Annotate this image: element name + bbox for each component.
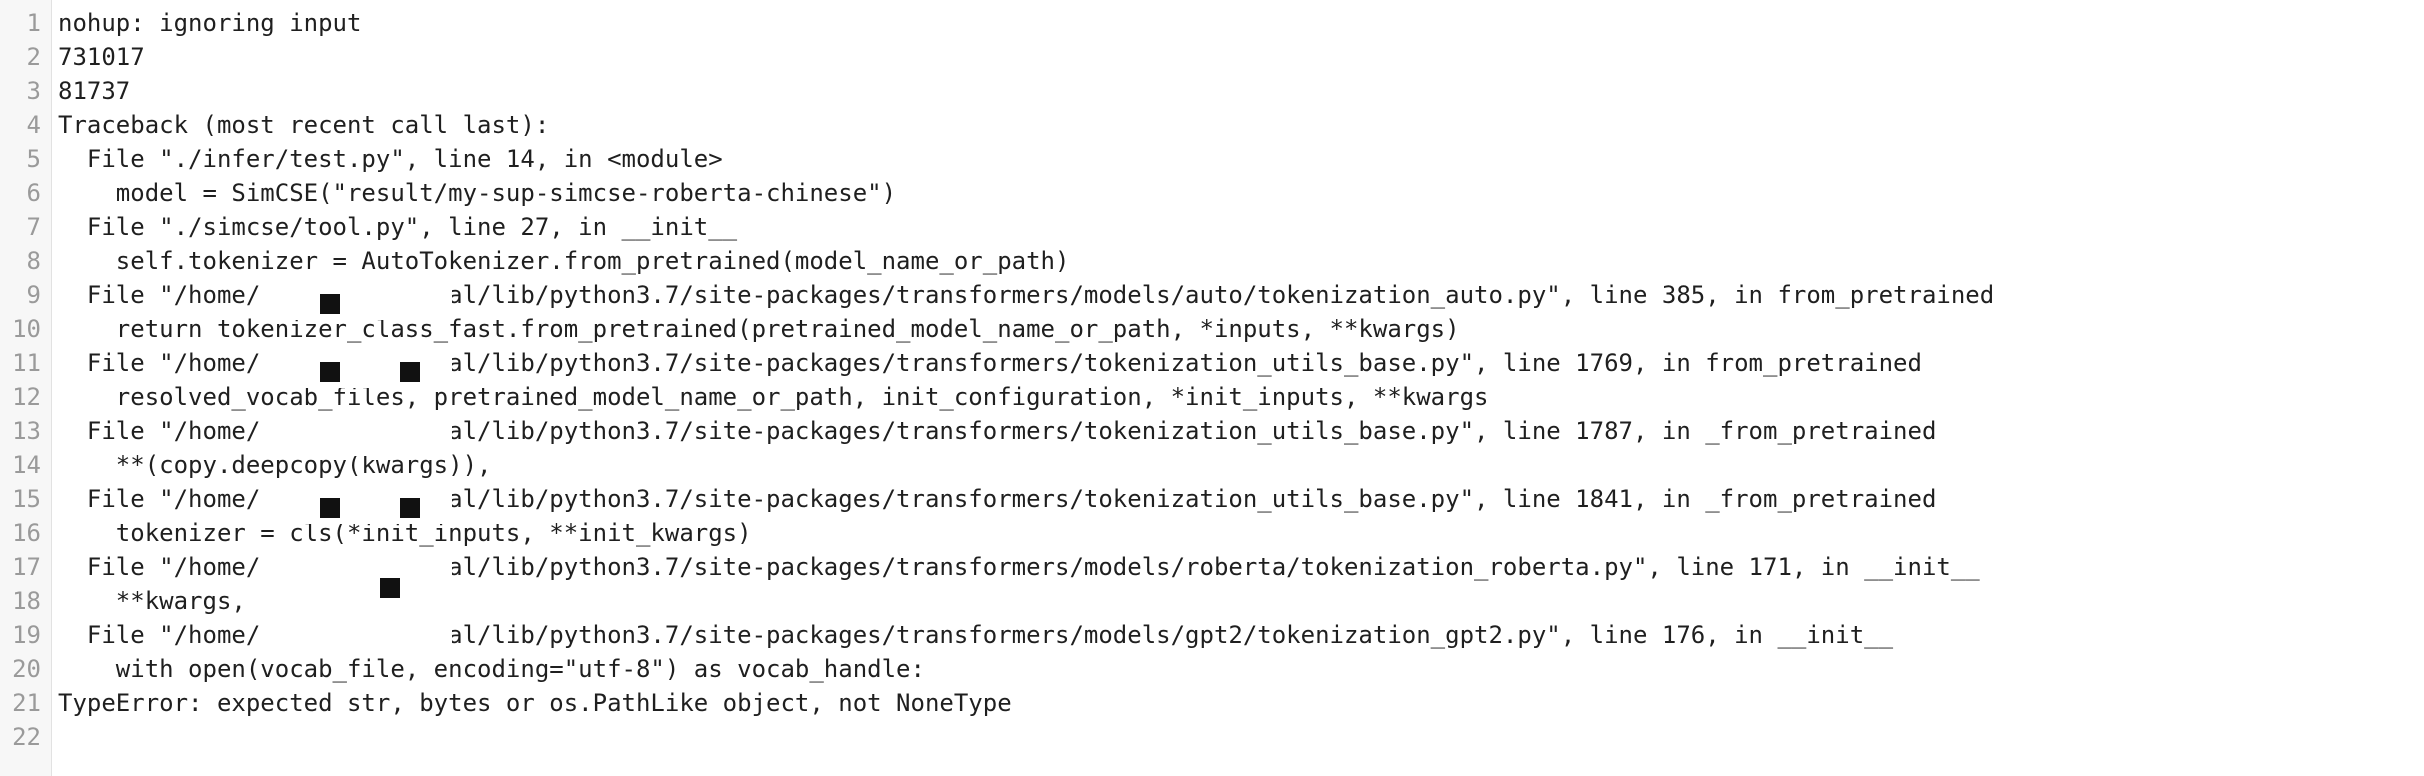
line-number: 20 xyxy=(12,655,41,683)
code-line[interactable]: File "/home/ /.local/lib/python3.7/site-… xyxy=(58,417,1937,445)
line-number: 3 xyxy=(26,77,41,105)
code-line[interactable]: File "/home/ /.local/lib/python3.7/site-… xyxy=(58,281,1995,309)
redaction-block xyxy=(320,362,340,382)
redaction-block xyxy=(320,294,340,314)
line-number: 18 xyxy=(12,587,41,615)
redaction-mask xyxy=(272,484,452,524)
code-line[interactable]: self.tokenizer = AutoTokenizer.from_pret… xyxy=(58,247,1070,275)
redaction-mask xyxy=(272,416,452,456)
line-number: 15 xyxy=(12,485,41,513)
code-line[interactable] xyxy=(58,720,2424,754)
line-number: 11 xyxy=(12,349,41,377)
code-line[interactable]: TypeError: expected str, bytes or os.Pat… xyxy=(58,689,1012,717)
redaction-mask xyxy=(272,620,452,654)
code-line[interactable]: File "./simcse/tool.py", line 27, in __i… xyxy=(58,213,738,241)
line-number: 1 xyxy=(26,9,41,37)
redaction-block xyxy=(380,578,400,598)
code-line[interactable]: File "/home/ /.local/lib/python3.7/site-… xyxy=(58,553,1980,581)
line-number: 13 xyxy=(12,417,41,445)
line-number: 6 xyxy=(26,179,41,207)
code-line[interactable]: 731017 xyxy=(58,43,145,71)
line-number: 5 xyxy=(26,145,41,173)
line-number: 16 xyxy=(12,519,41,547)
code-line[interactable]: **kwargs, xyxy=(58,587,246,615)
code-line[interactable]: File "./infer/test.py", line 14, in <mod… xyxy=(58,145,723,173)
line-number: 14 xyxy=(12,451,41,479)
redaction-mask xyxy=(272,348,452,388)
line-number: 21 xyxy=(12,689,41,717)
line-number: 17 xyxy=(12,553,41,581)
redaction-mask xyxy=(272,280,452,320)
line-number: 22 xyxy=(12,723,41,751)
code-line[interactable]: 81737 xyxy=(58,77,131,105)
redaction-block xyxy=(400,498,420,518)
code-line[interactable]: model = SimCSE("result/my-sup-simcse-rob… xyxy=(58,179,897,207)
code-line[interactable]: File "/home/ /.local/lib/python3.7/site-… xyxy=(58,485,1937,513)
redaction-mask xyxy=(272,552,452,620)
line-number: 10 xyxy=(12,315,41,343)
redaction-block xyxy=(400,362,420,382)
redaction-block xyxy=(320,498,340,518)
line-number: 8 xyxy=(26,247,41,275)
code-line[interactable]: Traceback (most recent call last): xyxy=(58,111,550,139)
line-number: 9 xyxy=(26,281,41,309)
line-number: 4 xyxy=(26,111,41,139)
code-line[interactable]: File "/home/ /.local/lib/python3.7/site-… xyxy=(58,349,1922,377)
line-number: 7 xyxy=(26,213,41,241)
code-line[interactable]: nohup: ignoring input xyxy=(58,9,362,37)
line-number: 19 xyxy=(12,621,41,649)
code-line[interactable]: File "/home/ /.local/lib/python3.7/site-… xyxy=(58,621,1894,649)
line-number-gutter: 1 2 3 4 5 6 7 8 9 10 11 12 13 14 15 16 1… xyxy=(0,0,52,776)
line-number: 2 xyxy=(26,43,41,71)
line-number: 12 xyxy=(12,383,41,411)
editor-content[interactable]: nohup: ignoring input 731017 81737 Trace… xyxy=(52,0,2424,776)
code-line[interactable]: with open(vocab_file, encoding="utf-8") … xyxy=(58,655,925,683)
